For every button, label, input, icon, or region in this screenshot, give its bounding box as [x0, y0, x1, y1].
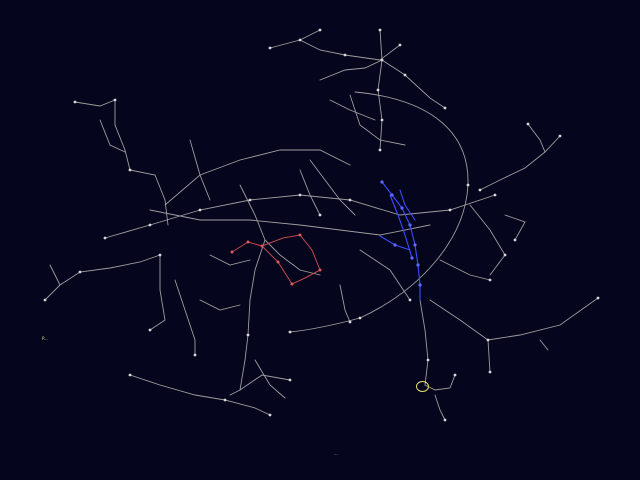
blue-cluster-edges	[379, 181, 421, 301]
node-label-left: P...	[42, 336, 48, 341]
network-nodes[interactable]	[43, 28, 600, 422]
blue-cluster-nodes[interactable]	[380, 180, 422, 287]
node-label-bottom: ...	[334, 451, 338, 456]
red-path-nodes[interactable]	[230, 233, 322, 286]
selected-node-ring[interactable]	[416, 381, 429, 392]
red-path-edges	[231, 234, 321, 285]
network-edges	[44, 29, 599, 421]
